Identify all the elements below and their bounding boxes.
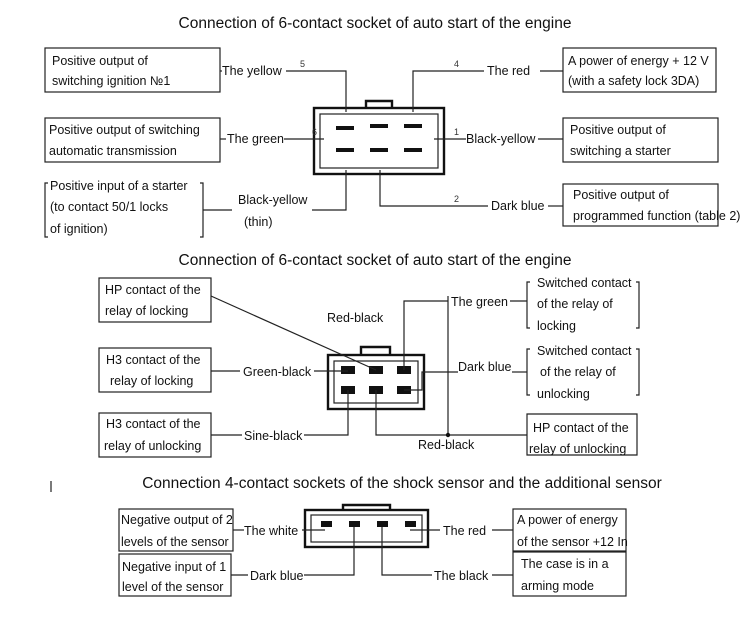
s3-right-box-2: The case is in a arming mode bbox=[512, 551, 627, 597]
s2-right-box-2-line-1: Switched contact bbox=[537, 344, 632, 358]
s1-wire-black-yellow-thin-label-2: (thin) bbox=[244, 215, 272, 229]
s1-left-box-2: Positive output of switching automatic t… bbox=[44, 117, 221, 163]
s2-right-box-1-line-1: Switched contact bbox=[537, 276, 632, 290]
s3-left-box-1: Negative output of 2 levels of the senso… bbox=[118, 508, 234, 552]
s1-left-box-1-line-2: switching ignition №1 bbox=[52, 74, 170, 88]
s3-wire-red-label: The red bbox=[443, 524, 486, 538]
s3-wire-white-label: The white bbox=[244, 524, 298, 538]
s2-wire-sine-black-label: Sine-black bbox=[244, 429, 303, 443]
s1-right-box-2-line-1: Positive output of bbox=[570, 123, 666, 137]
s3-right-box-1-line-2: of the sensor +12 In bbox=[517, 535, 628, 549]
s1-pin-2: 2 bbox=[454, 194, 459, 204]
s1-right-box-2-line-2: switching a starter bbox=[570, 144, 671, 158]
s2-wire-green bbox=[403, 300, 448, 370]
s3-left-box-2: Negative input of 1 level of the sensor bbox=[118, 553, 232, 597]
s2-left-box-2: H3 contact of the relay of locking bbox=[98, 347, 212, 393]
s2-right-box-2-line-2: of the relay of bbox=[540, 365, 616, 379]
s2-wire-red-black-bottom bbox=[375, 390, 527, 436]
s2-left-box-1: HP contact of the relay of locking bbox=[98, 277, 212, 323]
s2-left-box-2-line-1: H3 contact of the bbox=[106, 353, 201, 367]
s2-wire-green-label: The green bbox=[451, 295, 508, 309]
s1-left-box-2-line-1: Positive output of switching bbox=[49, 123, 200, 137]
s2-left-box-1-line-1: HP contact of the bbox=[105, 283, 201, 297]
s1-wire-red bbox=[412, 70, 484, 112]
s1-left-box-3: Positive input of a starter (to contact … bbox=[44, 179, 204, 238]
s1-wire-black-yellow-label: Black-yellow bbox=[466, 132, 536, 146]
s3-wire-dark-blue-label: Dark blue bbox=[250, 569, 304, 583]
s2-wire-green-black-label: Green-black bbox=[243, 365, 312, 379]
s1-right-box-1-line-2: (with a safety lock 3DA) bbox=[568, 74, 699, 88]
s3-left-box-1-line-2: levels of the sensor bbox=[121, 535, 229, 549]
s2-left-box-3-line-2: relay of unlocking bbox=[104, 439, 201, 453]
s2-right-box-3: HP contact of the relay of unlocking bbox=[526, 413, 638, 456]
s1-wire-red-label: The red bbox=[487, 64, 530, 78]
s1-pin-4: 4 bbox=[454, 59, 459, 69]
s1-wire-black-yellow-thin-label-1: Black-yellow bbox=[238, 193, 308, 207]
s2-right-box-3-line-2: relay of unlocking bbox=[529, 442, 626, 456]
s3-wire-dark-blue bbox=[304, 527, 355, 576]
s1-pin-1: 1 bbox=[454, 127, 459, 137]
s2-wire-red-black-top-label: Red-black bbox=[327, 311, 384, 325]
s1-right-box-3-line-1: Positive output of bbox=[573, 188, 669, 202]
s2-left-box-3-line-1: H3 contact of the bbox=[106, 417, 201, 431]
s1-wire-yellow-label: The yellow bbox=[222, 64, 283, 78]
s2-right-box-1: Switched contact of the relay of locking bbox=[526, 276, 640, 333]
s3-wire-black-label: The black bbox=[434, 569, 489, 583]
s1-wire-green-label: The green bbox=[227, 132, 284, 146]
s2-wire-red-black-bottom-label: Red-black bbox=[418, 438, 475, 452]
s1-right-box-2: Positive output of switching a starter bbox=[562, 117, 719, 163]
section1-title: Connection of 6-contact socket of auto s… bbox=[179, 15, 572, 32]
s3-right-box-1: A power of energy of the sensor +12 In bbox=[512, 508, 628, 552]
s1-wire-dark-blue bbox=[379, 170, 488, 207]
s3-left-box-1-line-1: Negative output of 2 bbox=[121, 513, 233, 527]
s2-right-box-1-line-2: of the relay of bbox=[537, 297, 613, 311]
s1-pin-6: 6 bbox=[312, 127, 317, 137]
s3-left-box-2-line-1: Negative input of 1 bbox=[122, 560, 226, 574]
s1-pin-5: 5 bbox=[300, 59, 305, 69]
s3-connector bbox=[303, 503, 430, 549]
s3-left-box-2-line-2: level of the sensor bbox=[122, 580, 223, 594]
s1-wire-yellow bbox=[286, 70, 347, 112]
section3-title: Connection 4-contact sockets of the shoc… bbox=[142, 475, 662, 492]
s2-right-box-3-line-1: HP contact of the bbox=[533, 421, 629, 435]
s3-right-box-1-line-1: A power of energy bbox=[517, 513, 619, 527]
s1-left-box-2-line-2: automatic transmission bbox=[49, 144, 177, 158]
s2-right-box-1-line-3: locking bbox=[537, 319, 576, 333]
s2-right-box-2: Switched contact of the relay of unlocki… bbox=[526, 344, 640, 401]
s3-right-box-2-line-2: arming mode bbox=[521, 579, 594, 593]
s1-wire-dark-blue-label: Dark blue bbox=[491, 199, 545, 213]
s1-wire-black-yellow-thin bbox=[312, 170, 347, 211]
s1-left-box-1-line-1: Positive output of bbox=[52, 54, 148, 68]
s2-wire-red-black-top bbox=[210, 295, 377, 371]
s1-left-box-3-line-1: Positive input of a starter bbox=[50, 179, 188, 193]
s2-wire-dark-blue-label: Dark blue bbox=[458, 360, 512, 374]
s3-wire-black bbox=[381, 527, 432, 576]
s1-right-box-3: Positive output of programmed function (… bbox=[562, 183, 740, 227]
s2-wire-dark-blue bbox=[404, 371, 458, 391]
s1-right-box-1: A power of energy + 12 V (with a safety … bbox=[562, 47, 717, 93]
s2-wire-sine-black bbox=[304, 390, 349, 436]
s2-left-box-2-line-2: relay of locking bbox=[110, 374, 193, 388]
section2-title: Connection of 6-contact socket of auto s… bbox=[179, 252, 572, 269]
s1-left-box-3-line-3: of ignition) bbox=[50, 222, 108, 236]
s1-right-box-3-line-2: programmed function (table 2) bbox=[573, 209, 740, 223]
s1-left-box-3-line-2: (to contact 50/1 locks bbox=[50, 200, 168, 214]
s1-connector bbox=[312, 99, 446, 176]
s1-right-box-1-line-1: A power of energy + 12 V bbox=[568, 54, 709, 68]
s1-left-box-1: Positive output of switching ignition №1 bbox=[44, 47, 221, 93]
s2-left-box-1-line-2: relay of locking bbox=[105, 304, 188, 318]
s2-left-box-3: H3 contact of the relay of unlocking bbox=[98, 412, 212, 458]
s3-right-box-2-line-1: The case is in a bbox=[521, 557, 609, 571]
s2-right-box-2-line-3: unlocking bbox=[537, 387, 590, 401]
